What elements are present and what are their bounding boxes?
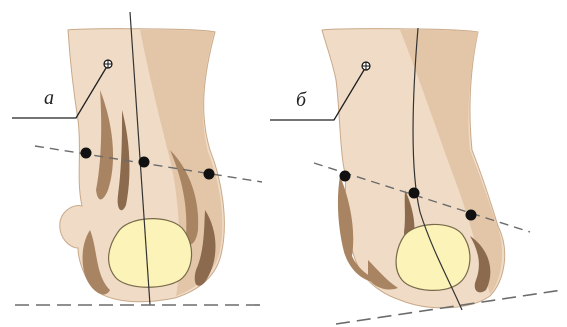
- panel-b-calcaneus: [396, 224, 470, 290]
- panel-a-dot-center: [139, 157, 150, 168]
- panel-b: б: [270, 28, 562, 324]
- panel-b-dot-center: [409, 188, 420, 199]
- panel-b-dot-right: [466, 210, 477, 221]
- panel-b-marker-icon: [362, 62, 370, 70]
- panel-b-dot-left: [340, 171, 351, 182]
- panel-b-label: б: [296, 89, 307, 111]
- panel-a-dot-right: [204, 169, 215, 180]
- panel-a-label: а: [44, 87, 54, 109]
- panel-a-dot-left: [81, 148, 92, 159]
- panel-a-marker-icon: [104, 60, 112, 68]
- panel-a: а: [12, 12, 262, 305]
- panel-a-calcaneus: [109, 219, 192, 288]
